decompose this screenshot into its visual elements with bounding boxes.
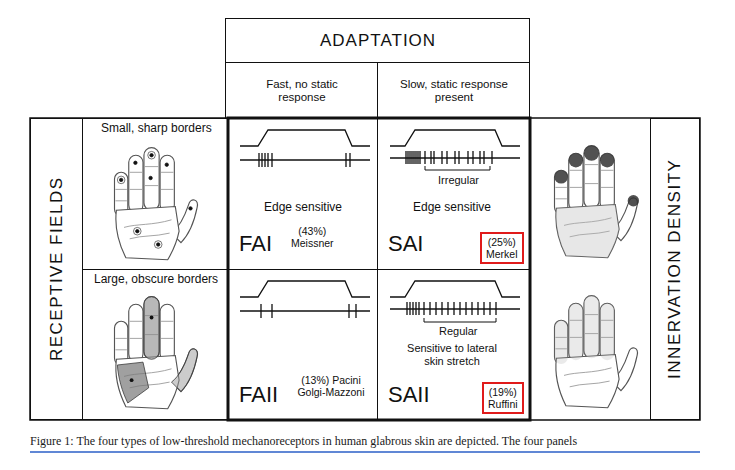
column-header: Slow, static response present <box>377 62 530 119</box>
cell-text: Regular <box>439 325 478 338</box>
receptor-panel: FAII (13%) Pacini Golgi-Mazzoni <box>228 269 378 420</box>
drawing-part <box>134 161 137 164</box>
caption-rule <box>30 451 700 453</box>
drawing-part <box>130 378 134 382</box>
drawing-part <box>154 241 162 249</box>
cell-text: RECEPTIVE FIELDS <box>47 176 67 361</box>
drawing-part <box>569 303 583 360</box>
drawing-part <box>555 320 568 364</box>
waveform-fai <box>240 130 370 167</box>
cell-text: Slow, static response present <box>394 78 514 104</box>
cell-text: INNERVATION DENSITY <box>665 159 685 379</box>
drawing-part <box>228 118 530 420</box>
drawing-part <box>240 130 370 146</box>
drawing-part <box>117 176 125 184</box>
drawing-part <box>425 166 490 170</box>
drawing-part <box>149 176 152 179</box>
drawing-part <box>117 151 162 248</box>
drawing-part <box>115 148 198 260</box>
axis-label-box: RECEPTIVE FIELDS <box>30 118 83 420</box>
cell-text: Small, sharp borders <box>101 122 212 136</box>
cell-text: Irregular <box>438 174 479 187</box>
drawing-part <box>240 281 370 297</box>
drawing-part <box>555 170 568 183</box>
cell-text: Edge sensitive <box>413 201 491 215</box>
drawing-part <box>569 153 583 167</box>
receptor-type: FAI <box>239 231 272 256</box>
receptor-panel: IrregularEdge sensitiveSAI (25%) Merkel <box>377 118 530 270</box>
drawing-part <box>189 207 192 210</box>
column-header: Fast, no static response <box>225 62 378 119</box>
drawing-part <box>115 297 198 409</box>
drawing-part <box>165 163 168 166</box>
drawing-part <box>119 153 192 246</box>
waveform-sai <box>390 130 520 170</box>
drawing-part <box>136 229 139 232</box>
drawing-part <box>424 318 496 322</box>
waveform-faii <box>240 281 370 318</box>
row-header: Large, obscure borders <box>82 269 229 420</box>
drawing-part <box>600 153 614 167</box>
drawing-part <box>119 178 122 181</box>
drawing-part <box>584 296 599 359</box>
hand-density-high <box>555 146 640 258</box>
drawing-part <box>240 310 370 311</box>
receptor-type: FAII <box>239 382 278 407</box>
drawing-part <box>584 146 599 161</box>
receptor-type: SAII <box>388 382 430 407</box>
drawing-part <box>172 349 198 392</box>
drawing-part <box>148 151 156 159</box>
hand-large-fields <box>115 297 198 409</box>
drawing-part <box>144 297 159 360</box>
cell-text: Edge sensitive <box>264 201 342 215</box>
highlight-box: (19%) Ruffini <box>482 382 524 414</box>
drawing-part <box>555 146 638 258</box>
cell-text: (13%) Pacini Golgi-Mazzoni <box>291 374 371 398</box>
drawing-part <box>390 130 520 146</box>
receptor-panel: Edge sensitiveFAI (43%) Meissner <box>228 118 378 270</box>
drawing-part <box>259 153 350 167</box>
cell-text: (43%) Meissner <box>291 225 334 249</box>
drawing-part <box>406 151 492 164</box>
hand-density-low <box>555 296 638 408</box>
drawing-part <box>407 302 496 315</box>
cell-text: ADAPTATION <box>320 31 436 51</box>
row-header: Small, sharp borders <box>82 118 229 270</box>
drawing-part <box>150 153 153 156</box>
percentage-label: (25%) Merkel <box>486 236 518 260</box>
drawing-part <box>30 118 700 420</box>
percentage-label: (19%) Ruffini <box>488 386 518 410</box>
drawing-part <box>556 205 619 258</box>
drawing-part <box>555 296 615 364</box>
drawing-part <box>628 195 639 206</box>
drawing-part <box>600 303 614 360</box>
drawing-part <box>555 146 640 207</box>
drawing-part <box>555 296 638 408</box>
cell-text: Sensitive to lateral skin stretch <box>396 342 508 367</box>
drawing-part <box>150 316 154 320</box>
highlight-box: (25%) Merkel <box>480 232 524 264</box>
hand-small-fields <box>115 148 198 260</box>
axis-label-box: INNERVATION DENSITY <box>650 118 700 420</box>
drawing-part <box>390 281 520 297</box>
receptor-type: SAI <box>388 231 423 256</box>
drawing-part <box>156 243 159 246</box>
drawing-part <box>261 304 356 318</box>
figure-caption: Figure 1: The four types of low-threshol… <box>30 434 577 449</box>
cell-text: Fast, no static response <box>242 78 362 104</box>
drawing-part <box>117 362 148 403</box>
cell-text: Large, obscure borders <box>94 273 218 287</box>
table-frame <box>30 118 700 420</box>
header-box: ADAPTATION <box>225 18 530 63</box>
receptor-panel: RegularSensitive to lateral skin stretch… <box>377 269 530 420</box>
drawing-part <box>134 227 142 235</box>
waveform-saii <box>390 281 520 322</box>
